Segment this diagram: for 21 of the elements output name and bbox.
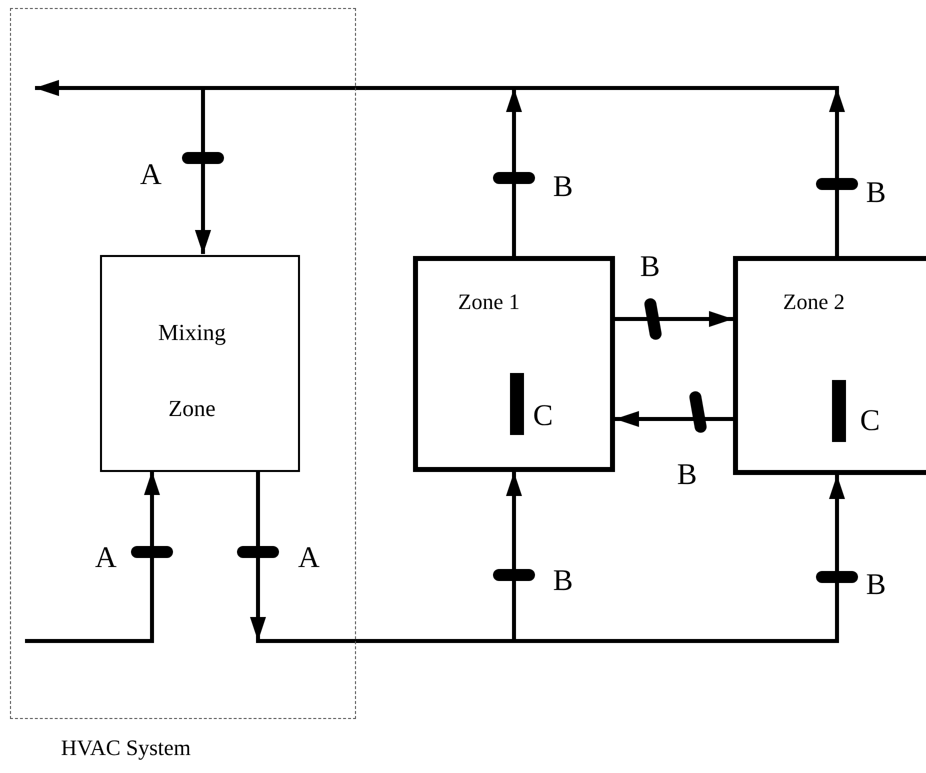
duct-arrow [615, 311, 733, 327]
flow-path-label: A [140, 158, 162, 192]
flow-path-label: A [298, 541, 320, 575]
flow-path-label: B [866, 176, 886, 210]
zone-label: Zone 2 [783, 289, 846, 316]
zone-label: Mixing Zone [157, 319, 227, 423]
flow-path-label: A [95, 541, 117, 575]
leakage-label: C [860, 403, 882, 439]
flow-path-label: B [640, 250, 660, 284]
flow-path-label: B [553, 170, 574, 204]
zone-label: Zone 1 [458, 289, 521, 316]
zone-box [733, 256, 926, 475]
system-label: HVAC System [61, 735, 192, 762]
zone-box [413, 256, 615, 472]
duct-arrow [25, 471, 160, 643]
duct-arrow [615, 411, 733, 427]
flow-path-label: B [677, 458, 698, 492]
zone-box [100, 255, 300, 472]
flow-path-label: B [553, 564, 574, 598]
flow-path-label: B [866, 568, 886, 602]
leakage-label: C [533, 398, 554, 434]
